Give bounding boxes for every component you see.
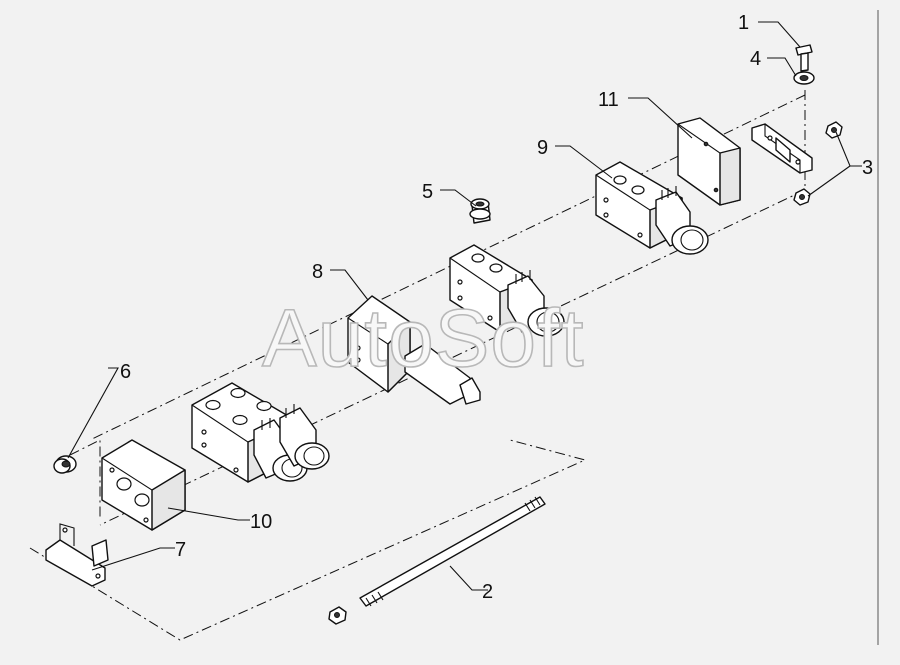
callout-1: 1 [738,12,749,34]
leader-lines [67,21,862,591]
part-3-bracket-right [751,123,813,174]
part-11-plate [677,117,741,206]
part-5-fitting [469,198,491,224]
part-4-washer [793,71,815,85]
callout-10: 10 [250,511,272,533]
valve-block-middle [449,244,565,337]
callout-3: 3 [862,157,873,179]
callout-6: 6 [120,361,131,383]
part-6-plug [53,455,77,474]
part-10-end-block [101,439,186,531]
callout-8: 8 [312,261,323,283]
valve-block-double [191,382,330,483]
assembly-dash-lines [29,90,806,641]
part-3-nut-top [825,121,843,139]
callout-labels: 1 2 3 4 5 6 7 8 9 10 11 [120,12,873,603]
part-8-handle-block [347,295,481,405]
part-9-valve-block [595,161,709,255]
callout-5: 5 [422,181,433,203]
callout-2: 2 [482,581,493,603]
watermark: AutoSoft [262,293,585,384]
part-2-threaded-rod [328,496,546,625]
callout-7: 7 [175,539,186,561]
part-3-nut-bottom [793,188,811,206]
callout-4: 4 [750,48,761,70]
callout-9: 9 [537,137,548,159]
part-1-bolt [795,44,813,72]
part-7-bracket-left [45,523,109,587]
callout-11: 11 [598,89,619,111]
